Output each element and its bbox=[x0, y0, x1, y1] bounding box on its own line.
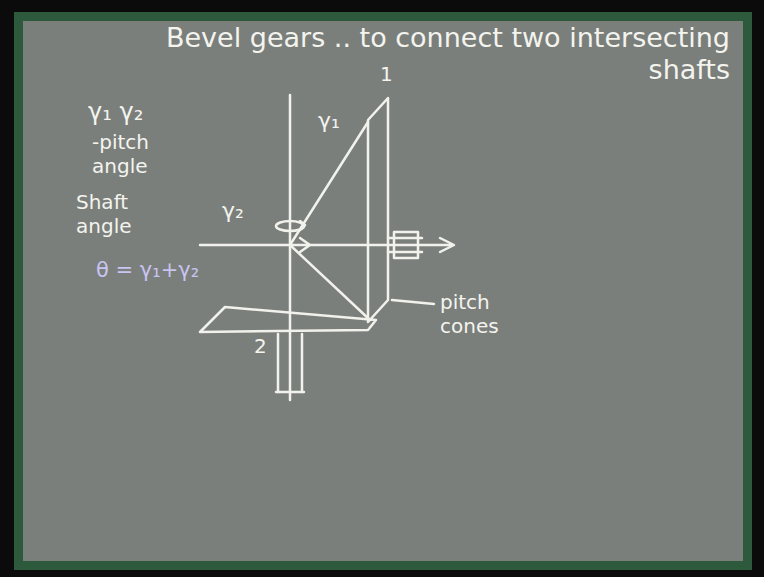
symbol-label: γ₁ γ₂ bbox=[88, 98, 143, 127]
note-label: Shaft angle bbox=[76, 190, 166, 238]
hub bbox=[388, 251, 422, 254]
hub bbox=[388, 237, 422, 240]
gear-2 bbox=[200, 307, 376, 332]
arrow-head bbox=[440, 238, 454, 252]
leader-line bbox=[392, 300, 434, 304]
board-heading: Bevel gears .. to connect two intersecti… bbox=[80, 22, 730, 87]
part-label: pitch cones bbox=[440, 290, 520, 338]
shaft bbox=[277, 334, 280, 392]
part-number: 1 bbox=[380, 62, 393, 86]
chalkboard bbox=[14, 12, 752, 570]
part-number: 2 bbox=[254, 334, 267, 358]
angle-label: γ₁ bbox=[318, 108, 340, 134]
pitch-cone-line bbox=[290, 245, 370, 320]
gear-1 bbox=[368, 98, 388, 322]
shaft-axis bbox=[200, 244, 452, 247]
apex-mark bbox=[300, 238, 310, 252]
shaft bbox=[276, 391, 304, 394]
pitch-cone-line bbox=[290, 122, 368, 245]
formula-label: θ = γ₁+γ₂ bbox=[96, 258, 199, 283]
angle-label: γ₂ bbox=[222, 198, 244, 224]
note-label: -pitch angle bbox=[92, 130, 178, 178]
hub bbox=[394, 232, 418, 258]
shaft bbox=[301, 334, 304, 392]
